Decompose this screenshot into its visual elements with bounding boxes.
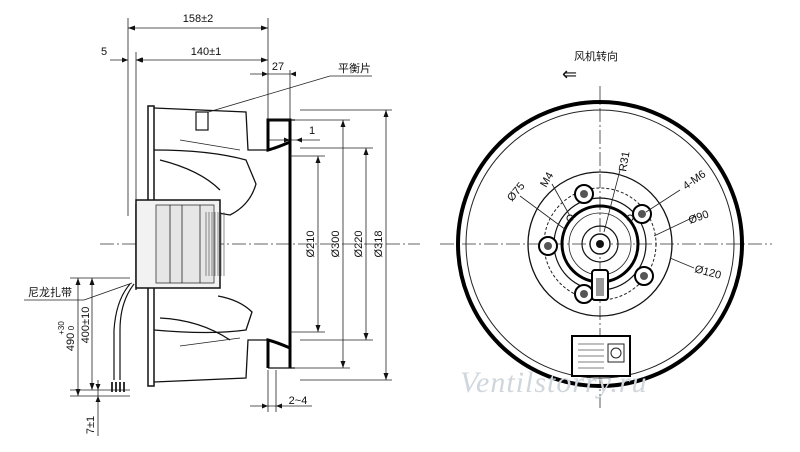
dim-158-text: 158±2 — [183, 13, 214, 25]
side-view: 158±2 140±1 5 27 平衡片 1 — [24, 13, 420, 436]
watermark: Ventilstorry.ru — [460, 366, 648, 399]
m4-hole — [566, 214, 574, 222]
impeller-top-outline — [153, 107, 268, 151]
rotation-arrow-icon: ⇐ — [562, 64, 577, 85]
balance-clip — [195, 111, 209, 131]
dim-d75-text: Ø75 — [505, 180, 528, 204]
inner-ring — [465, 109, 735, 379]
balance-clip-label: 平衡片 — [338, 62, 371, 75]
dim-gap-text: 2~4 — [289, 395, 308, 407]
dim-r31-text: R31 — [617, 151, 632, 173]
dim-d90-text: Ø90 — [687, 208, 711, 226]
dim-d300-text: Ø300 — [330, 231, 342, 258]
dim-490-text: 490 — [65, 333, 77, 351]
dim-7-text: 7±1 — [85, 416, 97, 434]
dim-d220-text: Ø220 — [353, 231, 365, 258]
dim-140-text: 140±1 — [191, 46, 222, 58]
cable — [113, 283, 131, 380]
mounting-holes — [538, 184, 654, 304]
dim-1-text: 1 — [309, 125, 315, 137]
dim-4m6-text: 4-M6 — [681, 168, 708, 192]
dim-27-text: 27 — [272, 61, 284, 73]
front-view: 风机转向 ⇐ — [440, 49, 772, 410]
dim-d318-text: Ø318 — [373, 231, 385, 258]
balance-clip-leader — [204, 75, 331, 114]
cable-tie-label: 尼龙扎带 — [28, 285, 72, 299]
rotation-label: 风机转向 — [574, 49, 618, 63]
inlet-ring-top — [266, 118, 292, 152]
dim-d120-text: Ø120 — [693, 263, 722, 282]
hub-circle-120 — [527, 171, 673, 317]
diameter-dims: Ø210 Ø300 Ø220 Ø318 — [290, 109, 392, 381]
impeller-bottom-outline — [153, 339, 268, 383]
dim-d210-text: Ø210 — [305, 231, 317, 258]
dim-5-text: 5 — [101, 46, 107, 58]
outer-ring — [456, 100, 744, 388]
dim-490-tol-upper: +30 — [57, 321, 66, 335]
dim-490-tol-lower: 0 — [67, 325, 76, 330]
dim-400-text: 400±10 — [80, 307, 92, 344]
